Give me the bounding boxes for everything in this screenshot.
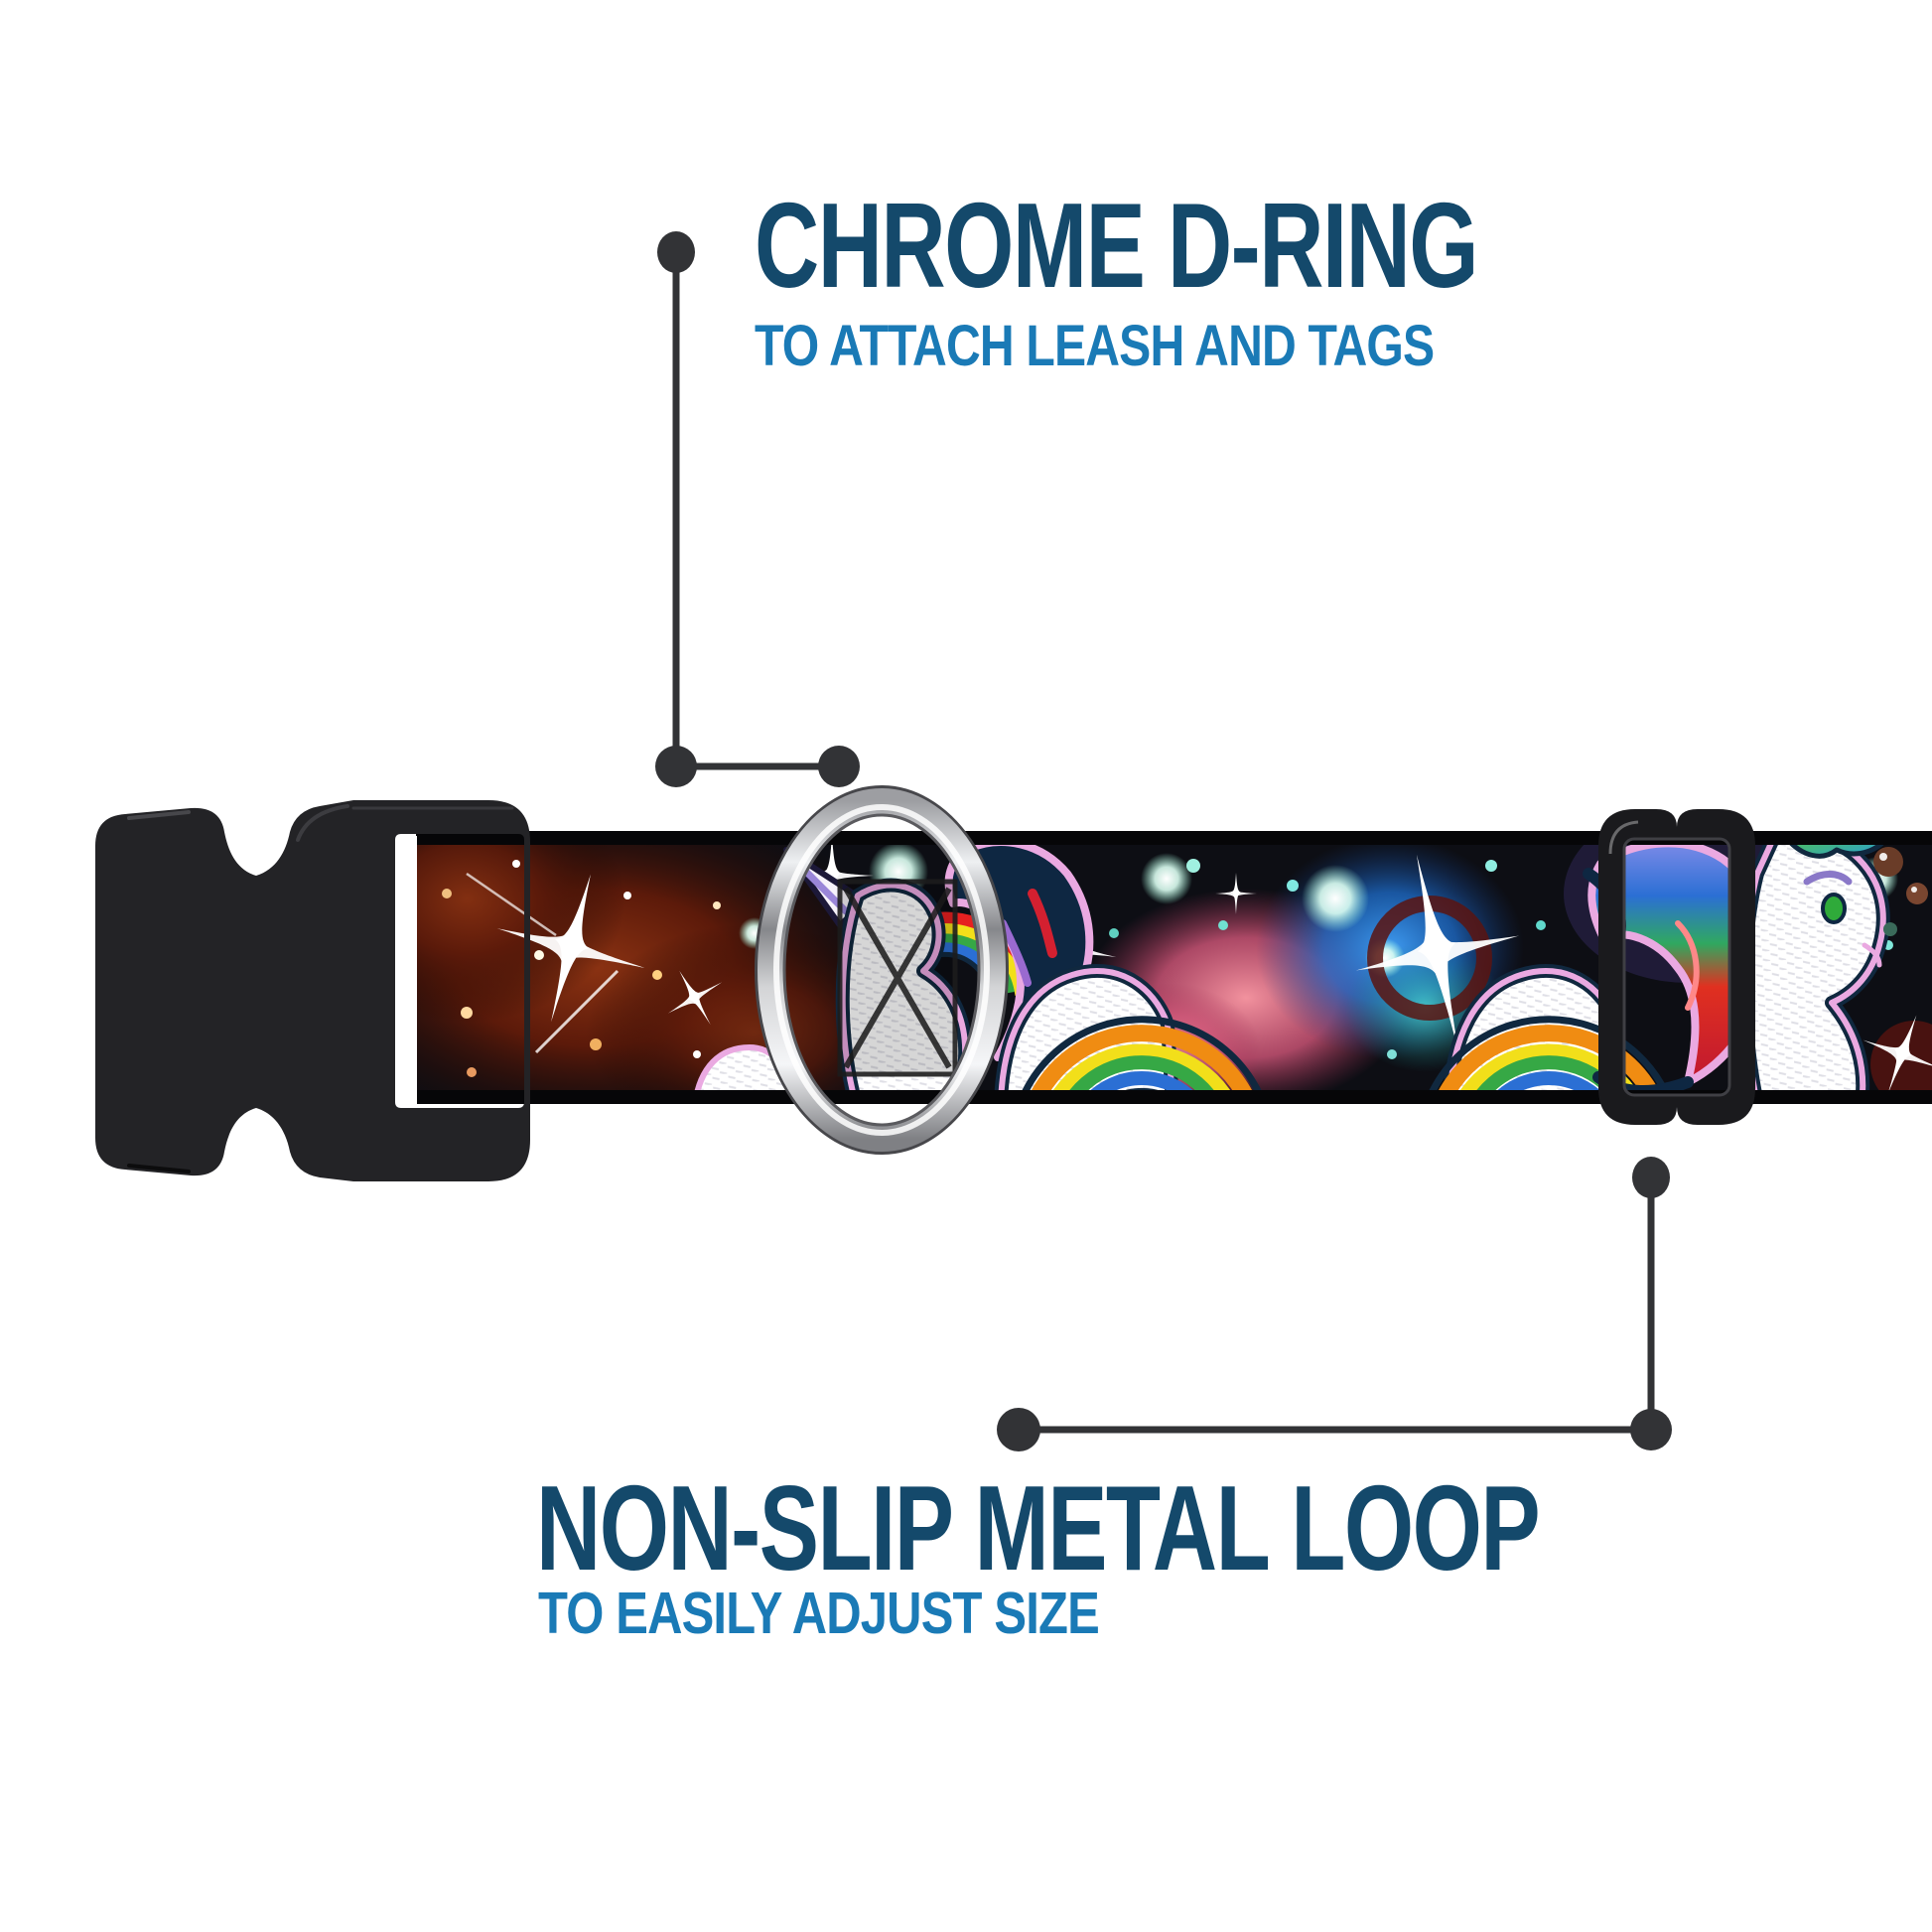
callout-dot [818, 746, 860, 787]
d-ring-title: CHROME D-RING [755, 178, 1479, 313]
metal-loop-subtitle: TO EASILY ADJUST SIZE [538, 1581, 1100, 1646]
callout-dot [657, 231, 695, 273]
callout-dot [997, 1408, 1040, 1451]
metal-loop-title: NON-SLIP METAL LOOP [536, 1460, 1541, 1595]
slider-frame [1598, 809, 1755, 1125]
callout-loop-pointer [997, 1157, 1672, 1451]
sparkle-stars [477, 834, 1541, 1069]
callout-dot [1632, 1157, 1670, 1198]
side-release-buckle [95, 800, 530, 1181]
metal-loop-slider [1598, 809, 1755, 1125]
stitch-box [837, 879, 958, 1077]
space-bubbles [1849, 847, 1932, 1104]
buckle-body [95, 800, 530, 1181]
buckle-slot-gap [401, 836, 417, 1106]
callout-dring-pointer [655, 231, 860, 787]
collar-webbing [416, 831, 1932, 1104]
callout-dot [1630, 1409, 1672, 1450]
callout-dot [655, 746, 697, 787]
unicorn-head-right [1737, 831, 1890, 1104]
chrome-d-ring [755, 785, 1009, 1155]
d-ring-subtitle: TO ATTACH LEASH AND TAGS [755, 314, 1435, 378]
